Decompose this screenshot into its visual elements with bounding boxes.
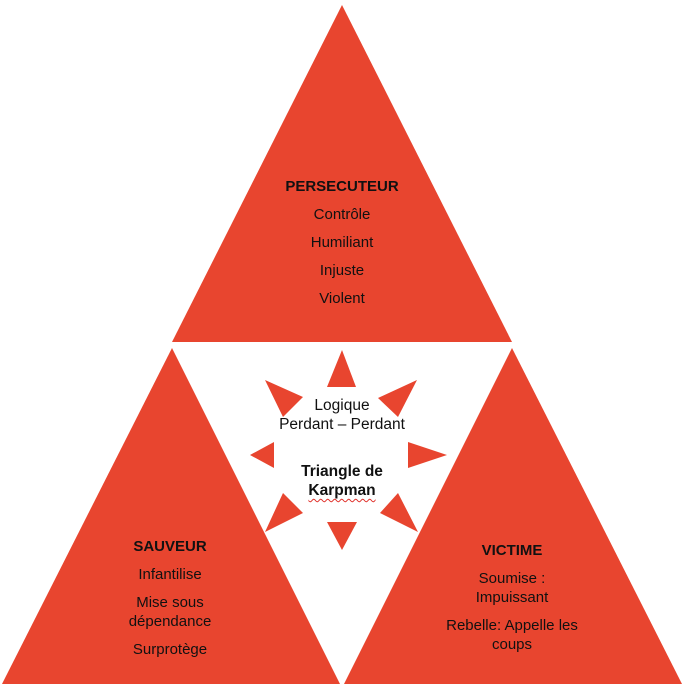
sauveur-item: Surprotège: [132, 641, 208, 658]
arrow-up-icon: [327, 350, 356, 387]
sauveur-item: Infantilise: [138, 566, 202, 583]
arrow-up-left-icon: [265, 380, 303, 417]
sauveur-title: SAUVEUR: [133, 538, 207, 555]
victime-item: Soumise : Impuissant: [475, 570, 549, 606]
victime-triangle: [344, 348, 682, 684]
center-line2: Perdant – Perdant: [279, 416, 405, 433]
center-title-line2: Karpman: [308, 482, 376, 499]
victime-item: Rebelle: Appelle les coups: [446, 617, 578, 653]
persecuteur-label: PERSECUTEUR Contrôle Humiliant Injuste V…: [262, 177, 422, 317]
center-label: Logique Perdant – Perdant Triangle de Ka…: [252, 396, 432, 500]
center-title-line1: Triangle de: [301, 463, 383, 480]
persecuteur-title: PERSECUTEUR: [285, 178, 399, 195]
persecuteur-item: Injuste: [319, 262, 365, 279]
arrow-up-right-icon: [378, 380, 417, 417]
sauveur-triangle: [2, 348, 340, 684]
persecuteur-triangle: [172, 5, 512, 342]
arrow-right-icon: [408, 442, 447, 468]
arrow-down-left-icon: [265, 493, 303, 532]
victime-label: VICTIME Soumise : Impuissant Rebelle: Ap…: [432, 541, 592, 663]
sauveur-label: SAUVEUR Infantilise Mise sous dépendance…: [100, 537, 240, 668]
arrow-down-icon: [327, 522, 357, 550]
persecuteur-item: Violent: [319, 290, 365, 307]
arrow-left-icon: [250, 442, 274, 468]
victime-title: VICTIME: [481, 542, 543, 559]
sauveur-item: Mise sous dépendance: [128, 594, 212, 630]
persecuteur-item: Humiliant: [310, 234, 374, 251]
arrow-down-right-icon: [380, 493, 418, 532]
persecuteur-item: Contrôle: [313, 206, 371, 223]
center-line1: Logique: [314, 397, 370, 414]
